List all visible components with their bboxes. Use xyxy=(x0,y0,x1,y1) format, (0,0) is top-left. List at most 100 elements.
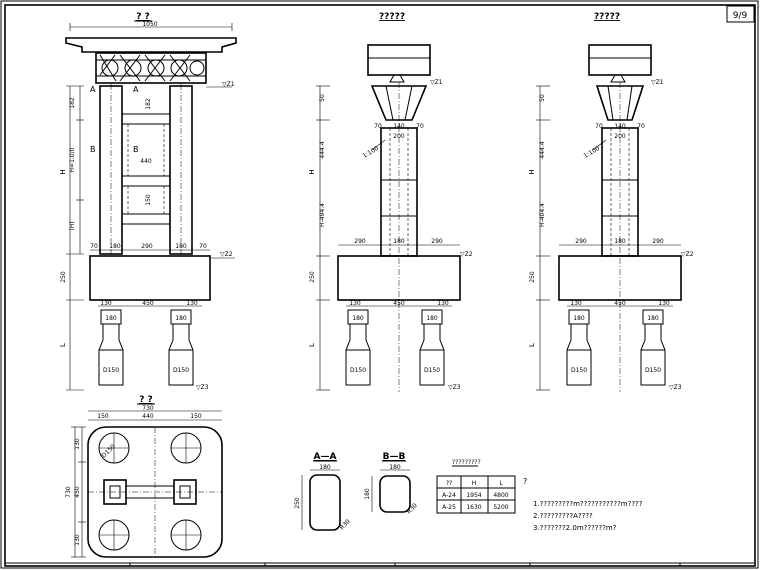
side1-pile-right-180: 180 xyxy=(426,315,438,322)
front-sec-a-right: A xyxy=(133,85,139,94)
side2-slope: 1:100 xyxy=(583,145,602,160)
sheet-number: 9/9 xyxy=(733,11,748,21)
side2-pile-left-180: 180 xyxy=(573,315,585,322)
sec-a-width: 180 xyxy=(319,464,331,471)
side1-pile-left: 180 D150 xyxy=(345,309,371,386)
front-dim-250: 250 xyxy=(60,271,67,283)
front-dim-182: 182 xyxy=(145,98,152,110)
plan-dim-130-top: 130 xyxy=(74,438,81,450)
sec-a-title: A—A xyxy=(314,452,337,462)
side1-dim-290-r: 290 xyxy=(431,238,443,245)
front-elev-mid: ▽Z2 xyxy=(220,251,233,258)
side2-dim-450: 450 xyxy=(614,300,626,307)
side1-dim-50: 50 xyxy=(319,94,326,102)
notes: ? 1.?????????m???????????m???? 2.???????… xyxy=(523,477,643,532)
front-dim-130-right: 130 xyxy=(186,300,198,307)
table-header-0: ?? xyxy=(446,480,452,487)
side1-h-upper: 444.4 xyxy=(319,141,326,158)
front-tie-beam-low xyxy=(121,213,171,225)
sec-b-title: B—B xyxy=(383,452,406,462)
note-2: 2.?????????A???? xyxy=(533,512,593,520)
side1-dim-70-l: 70 xyxy=(374,123,382,130)
plan-dim-total: 730 xyxy=(65,486,72,498)
side1-pile-right: 180 D150 xyxy=(419,309,445,386)
front-dim-150: 150 xyxy=(145,194,152,206)
note-1: 1.?????????m???????????m???? xyxy=(533,500,643,508)
sheet-number-box xyxy=(726,5,755,23)
side1-pile-left-180: 180 xyxy=(352,315,364,322)
side2-dim-70-l: 70 xyxy=(595,123,603,130)
note-3: 3.???????2.0m??????m? xyxy=(533,524,617,532)
front-dim-130-left: 130 xyxy=(100,300,112,307)
side1-footing xyxy=(337,255,461,301)
side2-l-label: L xyxy=(528,343,536,347)
front-sec-b-left: B xyxy=(90,145,96,154)
front-h-label: H xyxy=(59,169,67,174)
notes-marker: ? xyxy=(523,477,527,486)
side2-title: ????? xyxy=(594,12,620,22)
front-h-lower: (H) xyxy=(69,221,76,230)
side1-dim-70-r: 70 xyxy=(416,123,424,130)
side1-dim-290-l: 290 xyxy=(354,238,366,245)
front-pile-left: 180 D150 xyxy=(98,309,124,386)
side2-dim-180: 180 xyxy=(614,238,626,245)
side1-elev-bot: ▽Z3 xyxy=(448,384,461,391)
side-elevation-2: ????? ▽Z1 70 140 70 200 1:100 50 444.4 H… xyxy=(528,12,694,392)
front-pile-right-180: 180 xyxy=(175,315,187,322)
parameter-table: ????????? ?? H L A-24 1954 4800 A-25 163… xyxy=(436,459,516,514)
side2-elev-bot: ▽Z3 xyxy=(669,384,682,391)
side2-elev-mid: ▽Z2 xyxy=(681,251,694,258)
sec-b-shape xyxy=(379,475,411,513)
front-dim-180-right: 180 xyxy=(175,243,187,250)
side2-dim-290-r: 290 xyxy=(652,238,664,245)
front-tie-beam-mid xyxy=(121,175,171,187)
side2-dim-200: 200 xyxy=(614,133,626,140)
side1-title: ????? xyxy=(379,12,405,22)
side1-dim-130-r: 130 xyxy=(437,300,449,307)
side1-pile-right-d: D150 xyxy=(424,367,440,374)
side2-deck xyxy=(588,44,652,76)
table-header-2: L xyxy=(499,480,503,487)
side2-elev-top: ▽Z1 xyxy=(651,79,664,86)
front-h-upper: H=1.0/0 xyxy=(69,147,76,172)
front-deck xyxy=(65,37,237,53)
sec-b-corner: R30 xyxy=(405,502,418,515)
side1-slope: 1:100 xyxy=(362,145,381,160)
side2-dim-50: 50 xyxy=(539,94,546,102)
front-elev-bot: ▽Z3 xyxy=(196,384,209,391)
side1-pile-left-d: D150 xyxy=(350,367,366,374)
sec-b-width: 180 xyxy=(389,464,401,471)
table-cell-1-1: 1630 xyxy=(466,504,481,511)
front-title: ? ? xyxy=(136,12,150,22)
front-cap-block xyxy=(95,52,207,84)
section-a: A—A 180 250 R30 xyxy=(294,452,352,531)
side2-dim-130-l: 130 xyxy=(570,300,582,307)
side2-dim-250: 250 xyxy=(529,271,536,283)
plan-dim-mid: 440 xyxy=(142,413,154,420)
table-cell-1-0: A-25 xyxy=(442,504,456,511)
front-l-label: L xyxy=(59,343,67,347)
side2-pile-left-d: D150 xyxy=(571,367,587,374)
front-dim-70-right: 70 xyxy=(199,243,207,250)
front-pile-left-180: 180 xyxy=(105,315,117,322)
plan-title: ? ? xyxy=(139,395,153,405)
plan-tie-beam xyxy=(125,485,175,499)
inner-border xyxy=(4,4,756,567)
sec-a-height: 250 xyxy=(294,497,301,509)
front-sec-b-right: B xyxy=(133,145,139,154)
plan-dim-top: 730 xyxy=(142,405,154,412)
plan-view: ? ? 730 150 440 150 D150 130 xyxy=(65,395,223,558)
front-pile-right-d: D150 xyxy=(173,367,189,374)
side2-dim-130-r: 130 xyxy=(658,300,670,307)
side1-pier-flare xyxy=(370,85,428,121)
side2-h-lower: H-404.4 xyxy=(539,203,546,227)
side1-dim-140: 140 xyxy=(393,123,405,130)
sec-a-shape xyxy=(309,474,341,531)
table-title: ????????? xyxy=(452,459,481,466)
table-cell-1-2: 5200 xyxy=(493,504,508,511)
front-dim-450: 450 xyxy=(142,300,154,307)
front-dim-180-left: 180 xyxy=(109,243,121,250)
side2-dim-70-r: 70 xyxy=(637,123,645,130)
